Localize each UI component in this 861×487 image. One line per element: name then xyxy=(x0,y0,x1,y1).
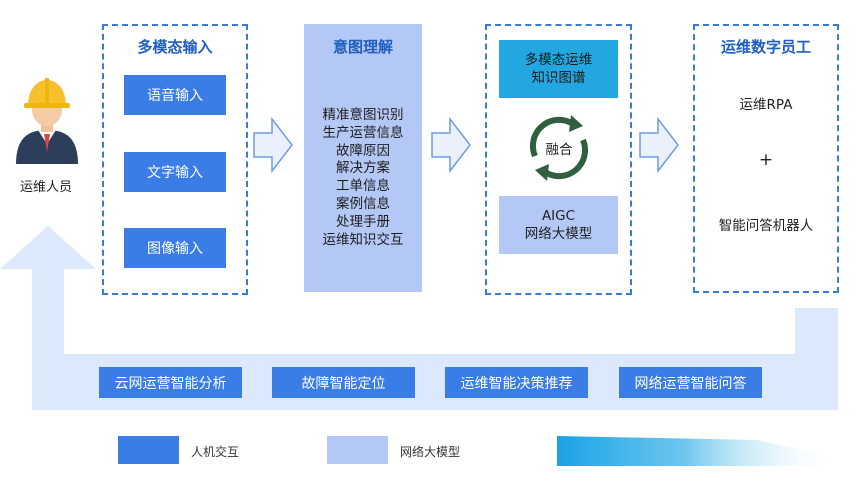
image-input-box: 图像输入 xyxy=(124,228,226,268)
worker-avatar-icon xyxy=(16,78,78,164)
plus-sign: + xyxy=(758,150,774,170)
llm-line-1: AIGC xyxy=(541,208,576,224)
intent-item: 故障原因 xyxy=(336,142,390,159)
llm-line-2: 网络大模型 xyxy=(524,226,593,242)
kg-line-2: 知识图谱 xyxy=(531,70,586,86)
legend-swatch-model xyxy=(327,436,388,464)
intent-item: 工单信息 xyxy=(336,178,390,195)
llm-box: AIGC 网络大模型 xyxy=(499,196,618,254)
person-figure xyxy=(8,72,86,168)
text-input-box: 文字输入 xyxy=(124,152,226,192)
intent-list: 精准意图识别 生产运营信息 故障原因 解决方案 工单信息 案例信息 处理手册 运… xyxy=(304,107,422,249)
flow-arrow-3-icon xyxy=(639,117,679,173)
intent-item: 解决方案 xyxy=(336,160,390,177)
digital-worker-panel: 运维数字员工 运维RPA + 智能问答机器人 xyxy=(693,24,839,293)
rpa-label: 运维RPA xyxy=(739,97,793,113)
digital-worker-title: 运维数字员工 xyxy=(720,38,811,56)
capability-decision-recommend: 运维智能决策推荐 xyxy=(445,367,588,398)
fusion-panel: 多模态运维 知识图谱 融合 AIGC 网络大模型 xyxy=(485,24,632,295)
intent-item: 处理手册 xyxy=(336,213,390,230)
input-panel-title: 多模态输入 xyxy=(137,38,213,56)
flow-arrow-1-icon xyxy=(253,117,293,173)
intent-item: 生产运营信息 xyxy=(322,124,404,141)
kg-line-1: 多模态运维 xyxy=(524,52,593,68)
intent-panel-title: 意图理解 xyxy=(332,38,393,56)
qa-robot-label: 智能问答机器人 xyxy=(718,218,814,234)
voice-input-box: 语音输入 xyxy=(124,75,226,115)
intent-item: 精准意图识别 xyxy=(322,107,404,123)
fusion-cycle-icon xyxy=(530,115,588,181)
capability-fault-location: 故障智能定位 xyxy=(272,367,415,398)
legend-swatch-gradient xyxy=(557,436,839,466)
legend-swatch-interaction xyxy=(118,436,179,464)
legend-label-model: 网络大模型 xyxy=(400,445,461,459)
capability-network-qa: 网络运营智能问答 xyxy=(619,367,762,398)
input-panel: 多模态输入 语音输入 文字输入 图像输入 xyxy=(102,24,248,295)
capability-network-analysis: 云网运营智能分析 xyxy=(99,367,242,398)
legend-label-interaction: 人机交互 xyxy=(191,445,240,459)
fusion-label: 融合 xyxy=(545,142,573,158)
flow-arrow-2-icon xyxy=(431,117,471,173)
intent-item: 运维知识交互 xyxy=(322,231,404,248)
intent-item: 案例信息 xyxy=(336,195,390,212)
person-label: 运维人员 xyxy=(19,180,72,195)
intent-panel: 意图理解 精准意图识别 生产运营信息 故障原因 解决方案 工单信息 案例信息 处… xyxy=(304,24,422,292)
knowledge-graph-box: 多模态运维 知识图谱 xyxy=(499,40,618,98)
